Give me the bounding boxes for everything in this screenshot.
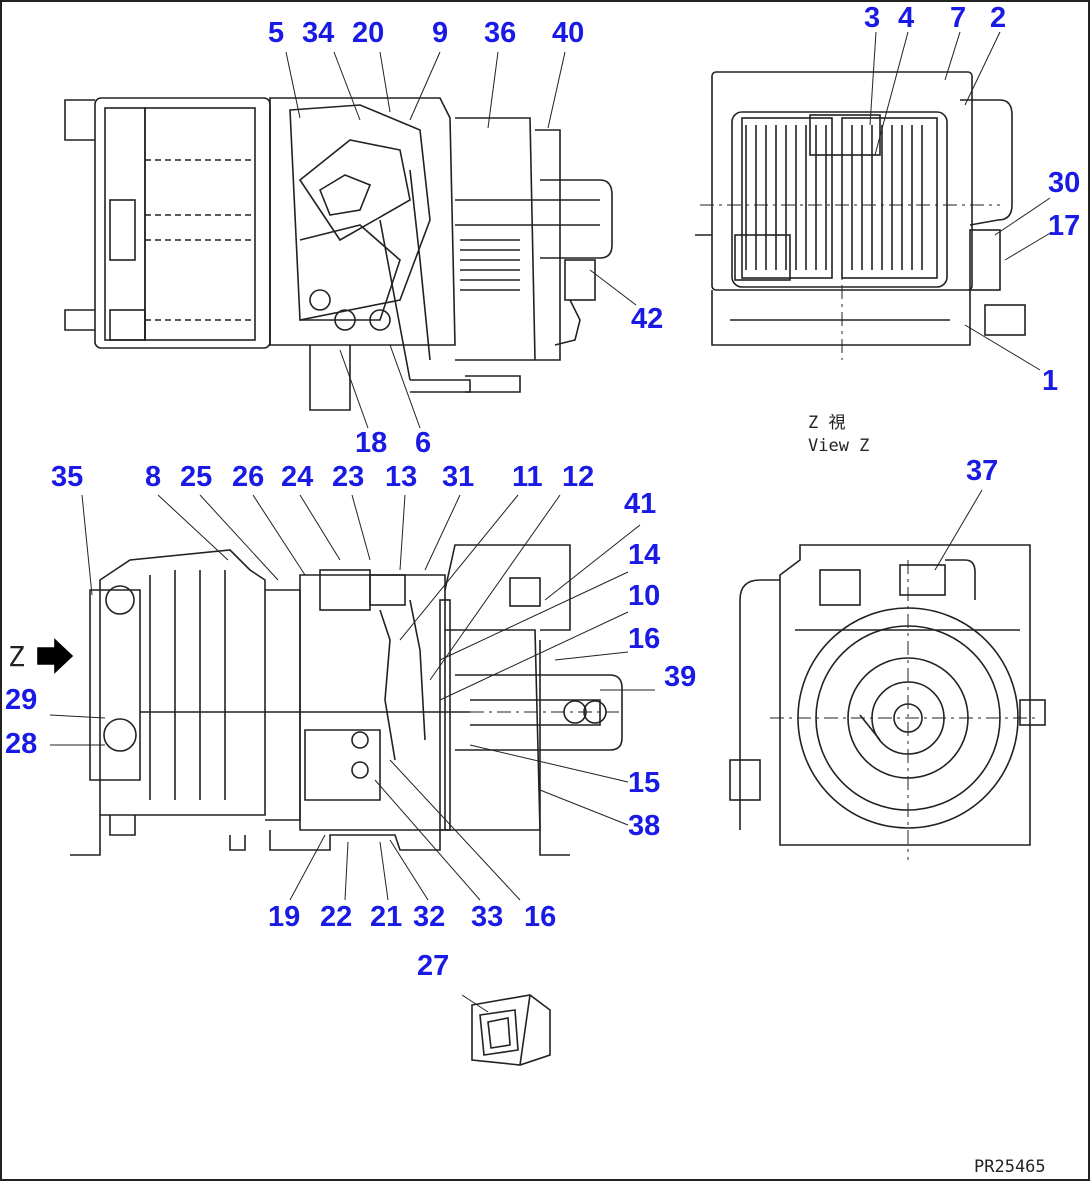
callout-41: 41 — [624, 488, 657, 520]
callout-14: 14 — [628, 539, 661, 571]
callout-39: 39 — [664, 661, 697, 693]
middle-right-blower-view — [729, 544, 1046, 860]
callout-12: 12 — [562, 461, 595, 493]
callout-42: 42 — [631, 303, 664, 335]
callout-5: 5 — [268, 17, 285, 49]
view-z-caption-en: View Z — [808, 436, 870, 456]
callout-4: 4 — [898, 2, 915, 34]
callout-27: 27 — [417, 950, 450, 982]
callout-15: 15 — [628, 767, 661, 799]
callout-1: 1 — [1042, 365, 1059, 397]
callout-35: 35 — [51, 461, 84, 493]
callout-28: 28 — [5, 728, 38, 760]
callout-18: 18 — [355, 427, 388, 459]
top-left-leader-lines — [285, 51, 637, 429]
callout-25: 25 — [180, 461, 213, 493]
middle-left-assembly-view — [70, 544, 623, 856]
callout-16-upper: 16 — [628, 623, 661, 655]
view-z-marker: Z — [8, 640, 25, 673]
callout-17: 17 — [1048, 210, 1081, 242]
callout-21: 21 — [370, 901, 403, 933]
view-z-arrow — [37, 638, 74, 674]
callout-3: 3 — [864, 2, 881, 34]
callout-38: 38 — [628, 810, 661, 842]
callout-11: 11 — [512, 461, 543, 493]
callout-9: 9 — [432, 17, 449, 49]
callout-6: 6 — [415, 427, 432, 459]
callout-22: 22 — [320, 901, 353, 933]
callout-34: 34 — [302, 17, 335, 49]
callout-36: 36 — [484, 17, 517, 49]
view-z-assembly — [695, 71, 1026, 360]
middle-left-leader-lines — [49, 494, 655, 901]
callout-23: 23 — [332, 461, 365, 493]
callout-2: 2 — [990, 2, 1007, 34]
view-z-leader-lines — [869, 31, 1053, 371]
callout-8: 8 — [145, 461, 162, 493]
callout-19: 19 — [268, 901, 301, 933]
view-z-caption-jp: Z 視 — [808, 413, 846, 433]
callout-7: 7 — [950, 2, 967, 34]
callout-16-lower: 16 — [524, 901, 557, 933]
callout-30: 30 — [1048, 167, 1081, 199]
callout-24: 24 — [281, 461, 314, 493]
part-27-drawing — [461, 994, 551, 1066]
callout-37: 37 — [966, 455, 999, 487]
callout-29: 29 — [5, 684, 38, 716]
callout-10: 10 — [628, 580, 661, 612]
callout-33: 33 — [471, 901, 504, 933]
callout-26: 26 — [232, 461, 265, 493]
callout-31: 31 — [442, 461, 475, 493]
callout-13: 13 — [385, 461, 418, 493]
callout-32: 32 — [413, 901, 446, 933]
top-left-assembly-view — [64, 97, 613, 411]
callout-20: 20 — [352, 17, 385, 49]
drawing-code: PR25465 — [974, 1157, 1046, 1177]
callout-40: 40 — [552, 17, 585, 49]
middle-right-leader-lines — [934, 489, 983, 571]
